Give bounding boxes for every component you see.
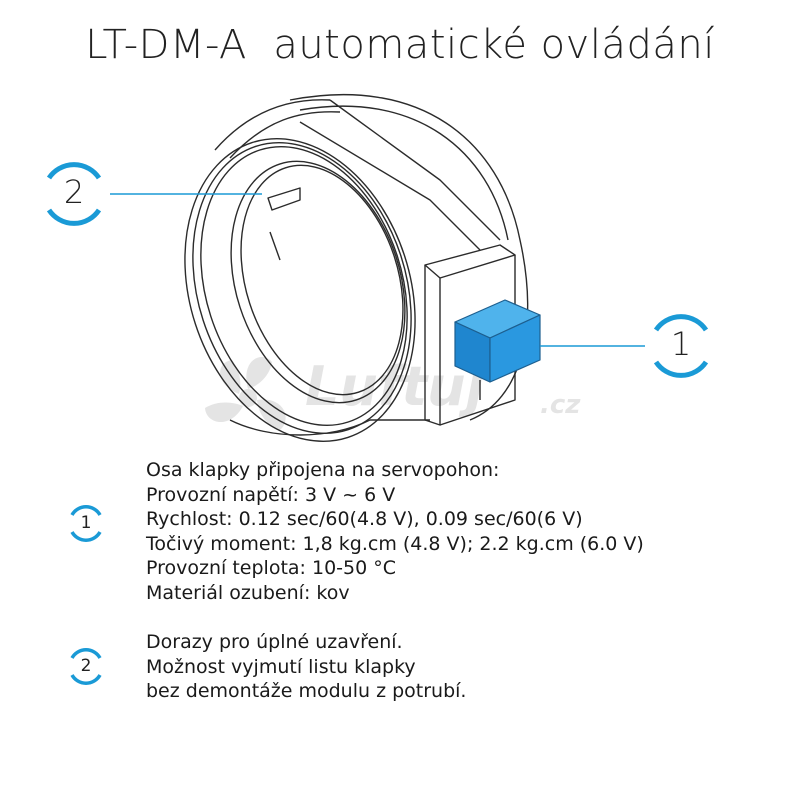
spec-line: Rychlost: 0.12 sec/60(4.8 V), 0.09 sec/6… (146, 508, 583, 530)
spec-line: Materiál ozubení: kov (146, 581, 350, 604)
spec-line: Dorazy pro úplné uzavření. (146, 631, 403, 653)
spec-line: Provozní teplota: 10-50 °C (146, 557, 396, 579)
spec-marker-2-icon (70, 648, 102, 685)
servo-motor (454, 299, 541, 383)
spec-line: Osa klapky připojena na servopohon: (146, 459, 500, 481)
spec-marker-1-icon (70, 505, 102, 542)
page-title: LT-DM-A automatické ovládání (85, 22, 715, 68)
spec-number-1: 1 (80, 513, 92, 533)
spec-line: bez demontáže modulu z potrubí. (146, 680, 467, 702)
callout-marker-1-icon (653, 314, 709, 378)
spec-number-2: 2 (80, 656, 92, 676)
watermark-fan-icon (205, 357, 286, 430)
callout-marker-2-icon (46, 162, 102, 226)
spec-block-1: Osa klapky připojena na servopohon: Prov… (146, 458, 644, 605)
spec-line: Točivý moment: 1,8 kg.cm (4.8 V); 2.2 kg… (146, 532, 644, 555)
spec-line: Provozní napětí: 3 V ~ 6 V (146, 483, 396, 506)
spec-line: Možnost vyjmutí listu klapky (146, 655, 416, 678)
damper-body (184, 93, 529, 442)
callout-number-1: 1 (670, 325, 692, 363)
callout-number-2: 2 (63, 173, 85, 211)
spec-block-2: Dorazy pro úplné uzavření. Možnost vyjmu… (146, 630, 466, 704)
